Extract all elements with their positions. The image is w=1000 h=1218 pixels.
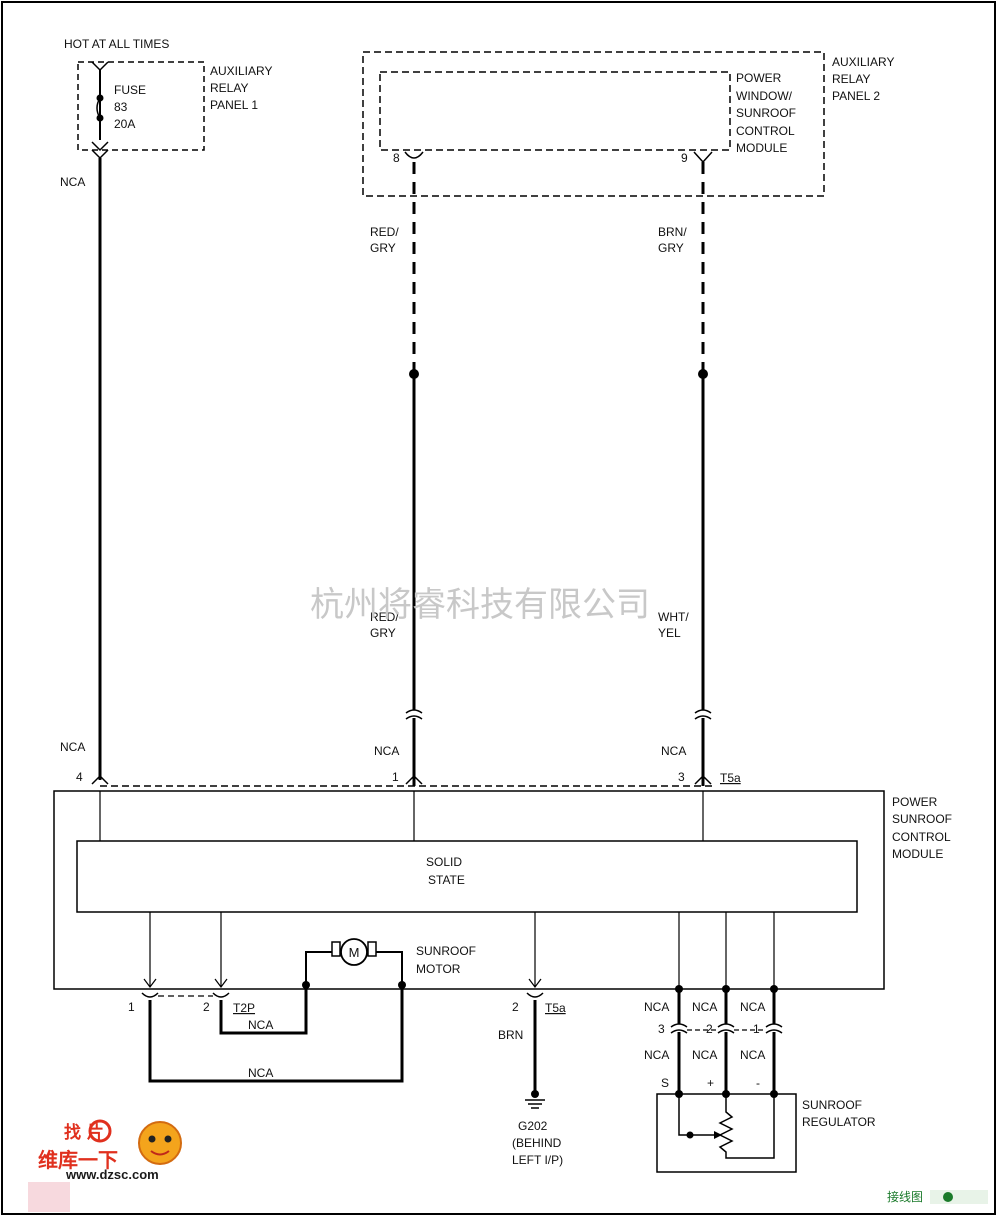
wire-red-gry: RED/ GRY RED/ GRY NCA: [370, 162, 423, 786]
wire-brn-gry-top-line2: GRY: [658, 241, 684, 255]
regulator-label-line2: REGULATOR: [802, 1115, 876, 1129]
pin-8: 8: [393, 151, 400, 165]
aux2-label-line2: RELAY: [832, 72, 870, 86]
wire-wht-yel-mid-line2: YEL: [658, 626, 681, 640]
aux2-label-line3: PANEL 2: [832, 89, 880, 103]
wire-wht-yel-mid-line1: WHT/: [658, 610, 689, 624]
reg-terminal-plus: +: [707, 1076, 714, 1090]
motor-label-line1: SUNROOF: [416, 944, 476, 958]
logo-line2: 维库一下: [38, 1148, 118, 1172]
regulator-label-line1: SUNROOF: [802, 1098, 862, 1112]
wire-motor-nca-label-1: NCA: [248, 1018, 273, 1032]
aux2-label-line1: AUXILIARY: [832, 55, 894, 69]
pwsm-label-line4: CONTROL: [736, 124, 795, 138]
wire-brn-gry-top-line1: BRN/: [658, 225, 687, 239]
reg-nca-bottom-1: NCA: [644, 1048, 669, 1062]
pscm-label-line2: SUNROOF: [892, 812, 952, 826]
sunroof-regulator-wiring: 3 2 1 NCA NCA NCA NCA NCA NCA S + -: [644, 985, 783, 1098]
wire-nca-feed: NCA NCA: [60, 158, 102, 780]
solid-state-line2: STATE: [428, 873, 465, 887]
motor-icon: [340, 938, 368, 966]
power-sunroof-control-module: SOLID STATE POWER SUNROOF CONTROL MODULE: [53, 790, 952, 990]
wire-brn-label: BRN: [498, 1028, 523, 1042]
sunroof-regulator: SUNROOF REGULATOR: [656, 1093, 876, 1173]
reg-nca-bottom-2: NCA: [692, 1048, 717, 1062]
dzsc-logo: 找 片 维库一下 www.dzsc.com: [28, 1119, 182, 1212]
sunroof-motor: M SUNROOF MOTOR: [302, 938, 476, 989]
pwsm-label-line1: POWER: [736, 71, 782, 85]
lens-icon: [88, 1119, 112, 1143]
wire-red-gry-mid-line2: GRY: [370, 626, 396, 640]
fuse-label: FUSE: [114, 83, 146, 97]
reg-terminal-s: S: [661, 1076, 669, 1090]
hot-at-all-times-label: HOT AT ALL TIMES: [64, 37, 169, 51]
reg-nca-top-2: NCA: [692, 1000, 717, 1014]
connector-t5a-label: T5a: [720, 771, 741, 785]
wire-brn-gry: BRN/ GRY WHT/ YEL NCA: [658, 162, 712, 786]
pin-3: 3: [678, 770, 685, 784]
aux-relay-panel-1: HOT AT ALL TIMES FUSE 83 20A AUXILIARY R…: [64, 37, 272, 160]
pwsm-label-line2: WINDOW/: [736, 89, 793, 103]
wire-nca-top-label: NCA: [60, 175, 85, 189]
pin-bottom-2: 2: [203, 1000, 210, 1014]
wire-red-gry-mid-line1: RED/: [370, 610, 399, 624]
fuse-number: 83: [114, 100, 128, 114]
aux1-label-line3: PANEL 1: [210, 98, 258, 112]
wire-red-gry-nca-label: NCA: [374, 744, 399, 758]
logo-line1: 找 片: [64, 1122, 104, 1143]
connector-t5a-top: 4 1 3 T5a: [76, 770, 741, 787]
wire-red-gry-top-line1: RED/: [370, 225, 399, 239]
ground-label-line1: G202: [518, 1119, 548, 1133]
watermark: 杭州将睿科技有限公司: [310, 585, 650, 625]
pin-4: 4: [76, 770, 83, 784]
aux1-label-line1: AUXILIARY: [210, 64, 272, 78]
reg-nca-bottom-3: NCA: [740, 1048, 765, 1062]
wire-nca-left-label: NCA: [60, 740, 85, 754]
reg-nca-top-3: NCA: [740, 1000, 765, 1014]
wire-motor-nca-label-2: NCA: [248, 1066, 273, 1080]
reg-pin-3: 3: [658, 1022, 665, 1036]
solid-state-line1: SOLID: [426, 855, 462, 869]
pwsm-label-line3: SUNROOF: [736, 106, 796, 120]
site-mark-text: 接线图: [887, 1189, 923, 1204]
aux1-label-line2: RELAY: [210, 81, 248, 95]
reg-terminal-minus: -: [756, 1076, 760, 1090]
ground-g202: 2 T5a BRN G202 (BEHIND LEFT I/P): [498, 992, 566, 1167]
site-mark-icon: [943, 1192, 953, 1202]
site-mark: 接线图: [887, 1189, 988, 1204]
pwsm-label-line5: MODULE: [736, 141, 787, 155]
motor-symbol: M: [349, 945, 360, 960]
logo-url: www.dzsc.com: [65, 1167, 159, 1182]
ground-label-line2: (BEHIND: [512, 1136, 562, 1150]
ground-label-line3: LEFT I/P): [512, 1153, 563, 1167]
connector-t2p-label: T2P: [233, 1001, 255, 1015]
potentiometer-icon: [718, 1094, 775, 1159]
mascot-icon: [138, 1121, 182, 1165]
connector-t5a-bottom-label: T5a: [545, 1001, 566, 1015]
pin-1: 1: [392, 770, 399, 784]
reg-pin-2: 2: [706, 1022, 713, 1036]
connector-t2p: 1 2 T2P NCA NCA: [128, 985, 404, 1083]
pin-9: 9: [681, 151, 688, 165]
pscm-label-line3: CONTROL: [892, 830, 951, 844]
fuse-rating: 20A: [114, 117, 135, 131]
reg-nca-top-1: NCA: [644, 1000, 669, 1014]
pscm-label-line1: POWER: [892, 795, 938, 809]
pin-bottom-1: 1: [128, 1000, 135, 1014]
aux-relay-panel-2: POWER WINDOW/ SUNROOF CONTROL MODULE AUX…: [362, 51, 894, 197]
motor-label-line2: MOTOR: [416, 962, 461, 976]
wire-red-gry-top-line2: GRY: [370, 241, 396, 255]
wire-brn-gry-nca-label: NCA: [661, 744, 686, 758]
pin-ground-2: 2: [512, 1000, 519, 1014]
reg-pin-1: 1: [753, 1022, 760, 1036]
pscm-label-line4: MODULE: [892, 847, 943, 861]
